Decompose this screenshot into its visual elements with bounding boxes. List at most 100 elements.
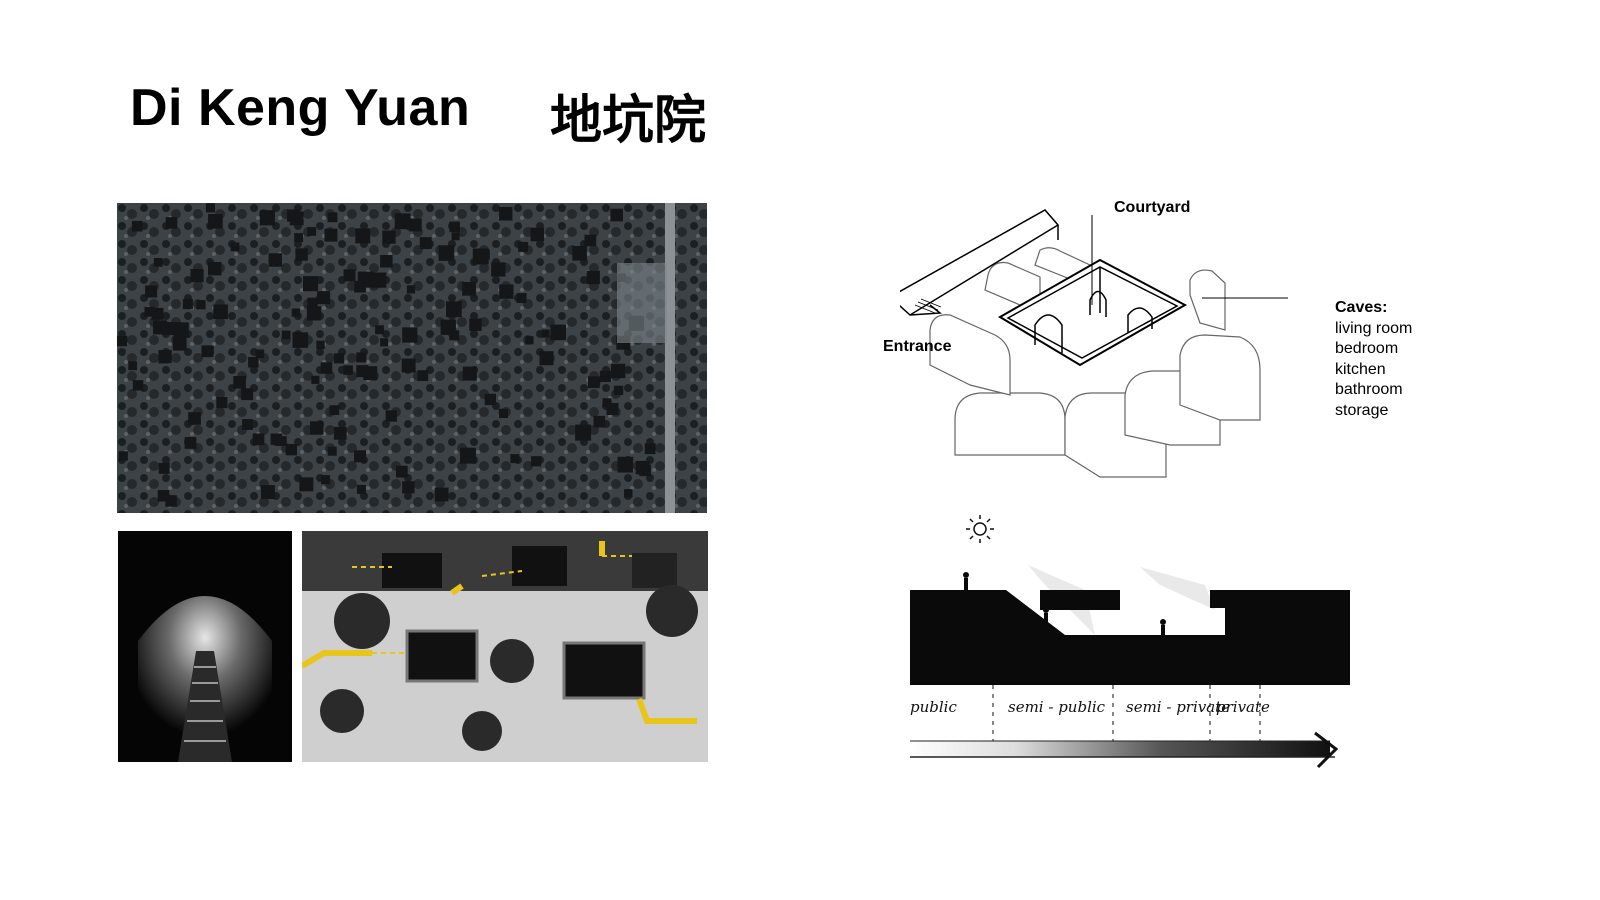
zone-label-semi-private: semi - private	[1126, 698, 1230, 716]
pit-courtyard-mark	[216, 397, 228, 409]
pit-courtyard-mark	[158, 350, 172, 364]
pit-courtyard-mark	[324, 228, 338, 242]
pit-courtyard-mark	[417, 370, 429, 381]
pit-courtyard-mark	[132, 380, 144, 391]
pit-courtyard-mark	[306, 306, 322, 321]
aerial-photo	[117, 203, 707, 513]
pit-courtyard-mark	[307, 297, 318, 308]
caves-item: kitchen	[1335, 360, 1386, 378]
pit-courtyard-mark	[382, 230, 396, 244]
pit-courtyard-mark	[295, 248, 308, 261]
section-sketch: public semi - public semi - private priv…	[910, 515, 1350, 769]
tunnel-graphic	[118, 531, 292, 762]
pit-courtyard-mark	[270, 433, 282, 445]
tunnel-entrance-photo	[118, 531, 292, 762]
pit-courtyard-mark	[307, 227, 317, 236]
pit-courtyard-mark	[289, 211, 304, 226]
pit-courtyard-mark	[584, 234, 597, 247]
pit-courtyard-mark	[320, 362, 333, 374]
pit-courtyard-mark	[316, 340, 325, 350]
pit-courtyard-mark	[451, 232, 460, 241]
pit-courtyard-mark	[165, 217, 178, 229]
privacy-gradient-arrow	[910, 741, 1330, 757]
caves-item: living room	[1335, 319, 1413, 337]
pit-courtyard-mark	[462, 366, 477, 381]
pit-courtyard-mark	[449, 330, 460, 341]
pit-courtyard-mark	[190, 269, 204, 283]
pit-courtyard-mark	[144, 306, 155, 317]
pit-courtyard-mark	[449, 221, 460, 233]
pit-courtyard-mark	[611, 363, 626, 379]
pit-courtyard-mark	[518, 241, 529, 252]
pit-courtyard-mark	[153, 258, 163, 267]
pit-courtyard-mark	[196, 300, 206, 310]
pit-courtyard-mark	[241, 388, 254, 401]
pit-courtyard-mark	[172, 336, 187, 351]
pit-courtyard-mark	[460, 447, 476, 464]
pit-courtyard-mark	[472, 248, 489, 265]
pit-courtyard-mark	[575, 424, 592, 441]
pit-courtyard-mark	[248, 357, 259, 368]
pit-courtyard-mark	[128, 361, 137, 371]
caves-legend: Caves: living room bedroom kitchen bathr…	[1335, 298, 1412, 421]
pit-courtyard-mark	[498, 207, 513, 221]
pit-courtyard-mark	[396, 465, 408, 478]
pit-courtyard-mark	[356, 484, 366, 494]
pit-courtyard-mark	[158, 462, 170, 474]
caves-item: bathroom	[1335, 381, 1403, 398]
pit-courtyard-mark	[311, 375, 320, 384]
pit-courtyard-mark	[462, 282, 476, 296]
pit-courtyard-mark	[355, 228, 371, 244]
pit-courtyard-mark	[333, 426, 347, 440]
pit-courtyard-mark	[599, 370, 612, 382]
pit-courtyard-mark	[572, 246, 587, 261]
pit-courtyard-mark	[510, 454, 520, 464]
pit-courtyard-mark	[394, 213, 411, 230]
page-title-chinese: 地坑院	[550, 91, 707, 151]
zone-label-private: private	[1216, 698, 1270, 716]
cave-block	[954, 392, 1066, 456]
aerial-photo-graphic	[117, 203, 707, 513]
pit-courtyard-mark	[184, 437, 197, 449]
pit-courtyard-mark	[491, 262, 506, 277]
pit-courtyard-mark	[356, 365, 369, 378]
cave-block	[929, 314, 1011, 396]
pit-courtyard-mark	[205, 203, 215, 213]
pit-courtyard-mark	[118, 451, 128, 461]
pit-courtyard-mark	[153, 320, 168, 335]
pit-courtyard-mark	[292, 332, 309, 348]
pit-courtyard-mark	[165, 495, 177, 507]
pit-courtyard-mark	[213, 304, 228, 320]
pit-courtyard-mark	[281, 330, 291, 340]
pit-courtyard-mark	[117, 335, 128, 347]
ground-section	[910, 590, 1350, 685]
pit-courtyard-mark	[419, 237, 432, 249]
cave-arch	[1034, 314, 1063, 353]
pit-courtyard-mark	[299, 477, 314, 492]
pit-courtyard-mark	[285, 444, 297, 456]
pit-courtyard-mark	[371, 272, 387, 288]
pit-courtyard-mark	[402, 327, 418, 343]
pit-courtyard-mark	[334, 353, 345, 364]
pit-courtyard-mark	[208, 214, 223, 229]
zone-label-public: public	[910, 698, 957, 716]
entrance-label: Entrance	[883, 338, 952, 355]
pit-courtyard-mark	[499, 284, 514, 299]
pit-courtyard-mark	[303, 276, 319, 292]
pit-courtyard-mark	[498, 408, 508, 418]
pit-courtyard-mark	[329, 405, 340, 415]
courtyards-aerial-photo	[302, 531, 708, 762]
arrow-head-icon	[1314, 731, 1339, 769]
pit-courtyard-mark	[375, 325, 384, 335]
pit-courtyard-mark	[525, 336, 534, 345]
pit-courtyard-mark	[230, 242, 240, 252]
pit-courtyard-mark	[593, 415, 606, 428]
pit-courtyard-mark	[208, 262, 222, 276]
caves-heading: Caves:	[1335, 299, 1388, 316]
pit-courtyard-mark	[550, 324, 566, 341]
pit-courtyard-mark	[327, 446, 337, 456]
pit-courtyard-mark	[252, 433, 265, 446]
pit-courtyard-mark	[276, 436, 287, 446]
pit-courtyard-mark	[434, 487, 449, 502]
pit-courtyard-mark	[242, 419, 253, 430]
